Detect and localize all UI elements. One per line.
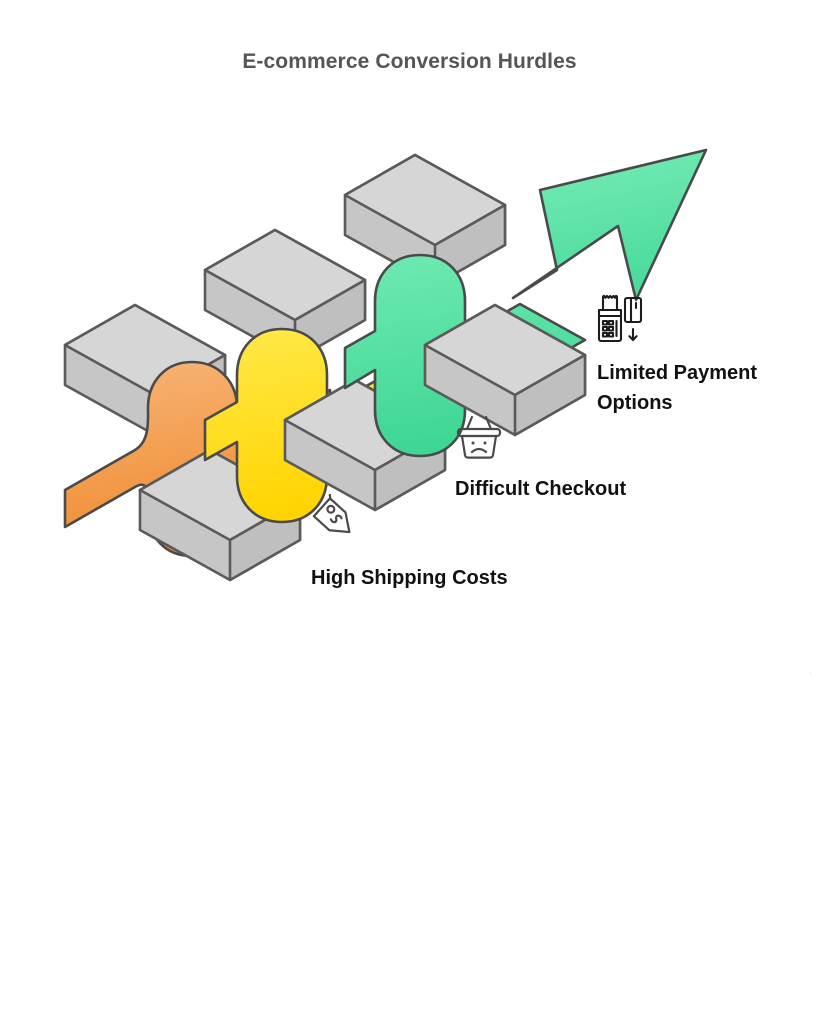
hurdle-bar-3-back bbox=[343, 153, 507, 287]
price-tag-icon bbox=[312, 494, 351, 534]
step-label-payment: Limited Payment Options bbox=[597, 362, 758, 414]
stray-mark: ⸜ bbox=[808, 666, 813, 676]
page-title: E-commerce Conversion Hurdles bbox=[242, 50, 577, 73]
hurdles-illustration bbox=[63, 148, 708, 582]
step-label-shipping: High Shipping Costs bbox=[311, 567, 508, 589]
sad-basket-icon bbox=[456, 415, 502, 459]
hurdle-bar-3-front bbox=[423, 303, 587, 437]
pos-terminal-card-icon bbox=[597, 294, 643, 343]
step-label-checkout: Difficult Checkout bbox=[455, 478, 627, 500]
